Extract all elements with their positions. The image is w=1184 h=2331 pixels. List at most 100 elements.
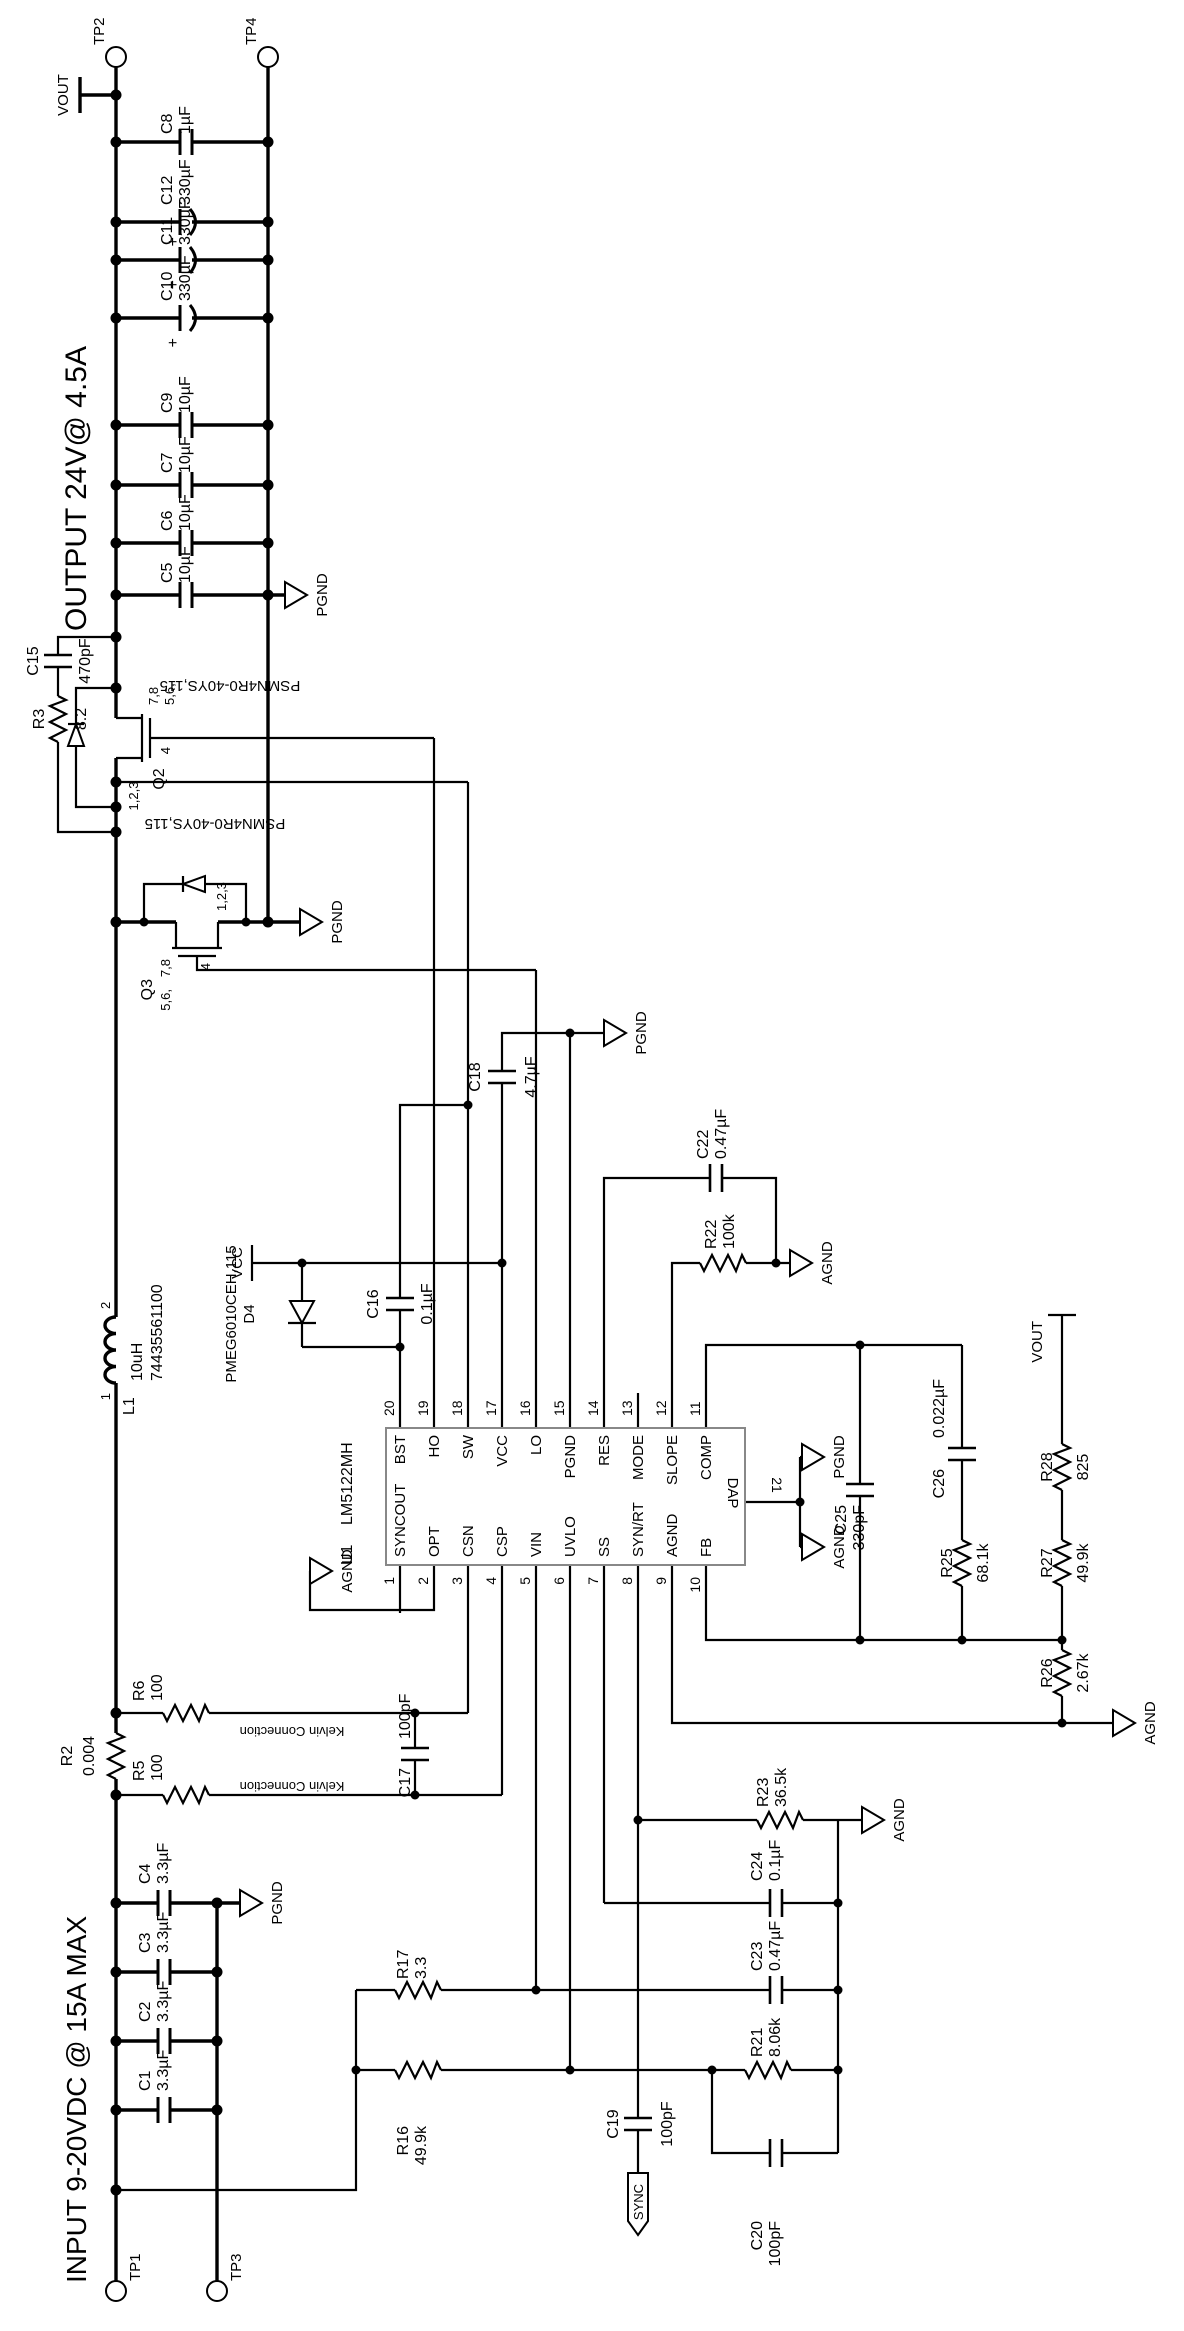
power-rails <box>56 67 538 2281</box>
c15-val: 470pF <box>77 638 94 684</box>
agnd-bus-label: AGND <box>891 1798 908 1842</box>
test-points <box>105 46 279 2302</box>
l1-ref: L1 <box>121 1397 138 1415</box>
tp4-label: TP4 <box>243 17 260 45</box>
c15-ref: C15 <box>25 646 42 675</box>
c11-plus: + <box>165 280 182 289</box>
r26-val: 2.67k <box>1075 1652 1092 1692</box>
agnd-dap-icon <box>801 1533 825 1561</box>
resistor-R3 <box>48 694 68 744</box>
r21-val: 8.06k <box>767 2017 784 2057</box>
pgnd-c18-label: PGND <box>633 1011 650 1055</box>
tp3-label: TP3 <box>228 2253 245 2281</box>
agnd-opt-icon <box>309 1557 333 1585</box>
pgnd-output-label: PGND <box>314 573 331 617</box>
d4-ref: D4 <box>241 1304 258 1323</box>
pinnum-6: 6 <box>551 1577 567 1585</box>
pinnum-17: 17 <box>483 1400 499 1416</box>
r26-ref: R26 <box>1039 1658 1056 1687</box>
sync-flag <box>627 2172 649 2237</box>
c17-ref: C17 <box>397 1768 414 1797</box>
resistor-R23 <box>755 1810 805 1830</box>
c20-val: 100pF <box>767 2221 784 2267</box>
pgnd-dap-icon <box>801 1443 825 1471</box>
ic-ref: U1 <box>339 1544 356 1565</box>
tp4-pad <box>257 46 279 68</box>
r25-val: 68.1k <box>975 1542 992 1582</box>
pinnum-4: 4 <box>483 1577 499 1585</box>
pinnum-13: 13 <box>619 1400 635 1416</box>
r25-ref: R25 <box>939 1548 956 1577</box>
ic-dap-pin: 21 <box>769 1477 785 1493</box>
c4-ref: C4 <box>137 1863 154 1884</box>
q2-body-diode <box>66 721 86 747</box>
pin-ho: HO <box>426 1435 443 1458</box>
c24-ref: C24 <box>749 1852 766 1881</box>
c9-ref: C9 <box>159 392 176 413</box>
c10-val: 330µF <box>177 255 194 301</box>
kelvin-note-1: Kelvin Connection <box>240 1724 345 1739</box>
c1-val: 3.3µF <box>155 2050 172 2091</box>
q2-spins: 1,2,3 <box>126 782 141 811</box>
q2-part: PSMN4R0-40YS,115 <box>160 677 301 694</box>
inductor-L1 <box>103 1315 117 1385</box>
pin-uvlo: UVLO <box>562 1516 579 1557</box>
resistor-R22 <box>698 1253 748 1273</box>
tp2-label: TP2 <box>91 17 108 45</box>
r2-val: 0.004 <box>81 1736 98 1776</box>
l1-pn: 74435561100 <box>149 1284 166 1381</box>
r3-ref: R3 <box>31 709 48 730</box>
pgnd-q3-label: PGND <box>329 900 346 944</box>
c22-val: 0.47µF <box>713 1109 730 1159</box>
resistor-R6 <box>161 1703 211 1723</box>
pin-slope: SLOPE <box>664 1435 681 1485</box>
signal-wires <box>116 1031 1113 2192</box>
c10-plus: + <box>165 338 182 347</box>
tp1-label: TP1 <box>127 2253 144 2281</box>
c18-val: 4.7µF <box>523 1056 540 1097</box>
agnd-r22-label: AGND <box>819 1241 836 1285</box>
q2-dpins-a: 5,6, <box>162 683 177 705</box>
r27-val: 49.9k <box>1075 1542 1092 1582</box>
tp1-pad <box>105 2280 127 2302</box>
pinnum-15: 15 <box>551 1400 567 1416</box>
agnd-div-icon <box>1112 1709 1136 1737</box>
c9-val: 10µF <box>177 376 194 413</box>
pinnum-16: 16 <box>517 1400 533 1416</box>
pin-res: RES <box>596 1435 613 1466</box>
q2-dpins-b: 7,8 <box>146 687 161 705</box>
c16-ref: C16 <box>365 1289 382 1318</box>
pgnd-input-icon <box>239 1889 263 1917</box>
c11-ref: C11 <box>159 217 176 245</box>
resistor-R16 <box>393 2060 443 2080</box>
pgnd-input-label: PGND <box>269 1881 286 1925</box>
kelvin-note-2: Kelvin Connection <box>240 1779 345 1794</box>
tp2-pad <box>105 46 127 68</box>
pinnum-3: 3 <box>449 1577 465 1585</box>
pinnum-1: 1 <box>381 1577 397 1585</box>
r5-ref: R5 <box>131 1760 148 1781</box>
junction-dots <box>110 89 1067 2196</box>
c23-val: 0.47µF <box>767 1921 784 1971</box>
resistor-R26 <box>1052 1648 1072 1698</box>
c19-val: 100pF <box>659 2101 676 2147</box>
c26-val: 0.022µF <box>931 1379 948 1438</box>
c1-ref: C1 <box>137 2070 154 2091</box>
agnd-div-label: AGND <box>1142 1701 1159 1745</box>
c16-val: 0.1µF <box>419 1283 436 1324</box>
agnd-dap-label: AGND <box>831 1525 848 1569</box>
l1-val: 10uH <box>129 1343 146 1381</box>
r23-ref: R23 <box>755 1778 772 1807</box>
sync-flag-label: SYNC <box>631 2184 646 2220</box>
c7-val: 10µF <box>177 436 194 473</box>
r17-val: 3.3 <box>413 1957 430 1979</box>
c25-val: 330pF <box>851 1505 868 1551</box>
c6-val: 10µF <box>177 494 194 531</box>
c12-val: 330µF <box>177 159 194 205</box>
c12-ref: C12 <box>159 176 176 205</box>
c17-val: 100pF <box>397 1693 414 1739</box>
c23-ref: C23 <box>749 1942 766 1971</box>
l1-pin2: 2 <box>98 1302 113 1309</box>
q2-gpin: 4 <box>158 747 173 754</box>
pin-bst: BST <box>392 1435 409 1464</box>
